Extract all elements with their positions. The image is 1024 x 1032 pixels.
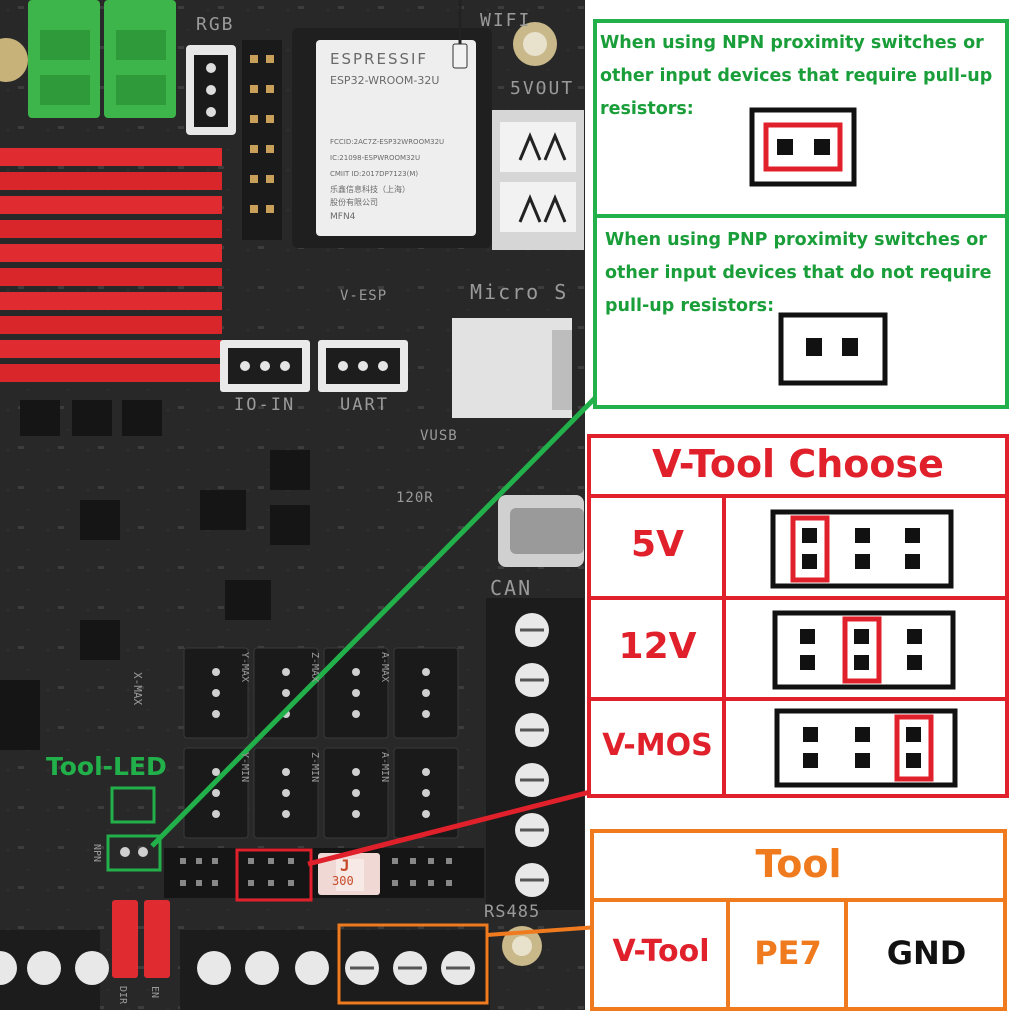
- silk-micro-sd: Micro S: [470, 280, 569, 304]
- vtool-row-12v: 12V: [618, 626, 697, 667]
- esp-line4: 乐鑫信息科技（上海）: [330, 185, 410, 194]
- silk-vusb: VUSB: [420, 428, 458, 444]
- vtool-row-vmos: V-MOS: [602, 728, 713, 763]
- tool-title: Tool: [755, 842, 842, 886]
- silk-v-esp: V-ESP: [340, 288, 388, 304]
- silk-j300: 300: [332, 874, 354, 888]
- esp-line5: 股份有限公司: [330, 198, 378, 207]
- tool-terminal-highlight: [337, 923, 489, 1005]
- silk-wifi: WIFI: [480, 10, 532, 31]
- silk-z-min: Z-MIN: [309, 752, 320, 783]
- endstop-connectors: [183, 647, 459, 839]
- npn-text: When using NPN proximity switches or oth…: [600, 33, 993, 119]
- 12v-jumper-icon: [772, 610, 956, 690]
- tool-panel: [590, 829, 1007, 1011]
- silk-dir: DIR: [117, 986, 128, 1005]
- silk-rgb: RGB: [196, 14, 235, 35]
- orange-pointer: [486, 925, 599, 937]
- heatsinks: [0, 148, 222, 382]
- pnp-jumper-icon: [778, 312, 888, 386]
- 5v-jumper-icon: [770, 509, 954, 589]
- vtool-row-5v: 5V: [631, 524, 684, 565]
- silk-a-max: A-MAX: [379, 652, 390, 683]
- esp-brand: ESPRESSIF: [330, 50, 429, 68]
- vtool-title: V-Tool Choose: [652, 442, 944, 486]
- vmos-jumper-icon: [774, 708, 958, 788]
- silk-x-max: X-MAX: [131, 672, 144, 706]
- tool-cell-gnd: GND: [886, 934, 967, 972]
- tool-led-highlight: [110, 786, 156, 824]
- vtool-jumper-highlight: [235, 848, 313, 902]
- silk-can: CAN: [490, 576, 533, 600]
- esp-line1: FCCID:2AC7Z-ESP32WROOM32U: [330, 138, 445, 146]
- tool-cell-pe7: PE7: [754, 934, 822, 972]
- esp-code: MFN4: [330, 212, 356, 222]
- silk-io-in: IO-IN: [234, 395, 296, 415]
- silk-a-min: A-MIN: [379, 752, 390, 783]
- silk-rs485: RS485: [484, 902, 541, 922]
- npn-jumper-icon: [749, 107, 857, 187]
- npn-jumper-highlight: [106, 834, 162, 872]
- silk-z-max: Z-MAX: [309, 652, 320, 683]
- esp-line2: IC:21098-ESPWROOM32U: [330, 154, 421, 162]
- silk-120r: 120R: [396, 490, 434, 506]
- red-pointer: [307, 787, 599, 867]
- tool-led-label: Tool-LED: [46, 752, 167, 781]
- esp-line3: CMIIT ID:2017DP7123(M): [330, 170, 419, 178]
- silk-uart: UART: [340, 395, 389, 415]
- green-pointer: [150, 393, 600, 848]
- silk-y-max: Y-MAX: [239, 652, 250, 683]
- silk-j: J: [340, 856, 350, 875]
- tool-cell-vtool: V-Tool: [612, 934, 710, 969]
- silk-5vout: 5VOUT: [510, 78, 575, 99]
- pnp-text: When using PNP proximity switches or oth…: [605, 230, 992, 316]
- silk-npn: NPN: [91, 844, 102, 863]
- esp-model: ESP32-WROOM-32U: [330, 74, 440, 87]
- silk-en: EN: [149, 986, 160, 999]
- power-terminals: [0, 0, 176, 118]
- silk-y-min: Y-MIN: [239, 752, 250, 783]
